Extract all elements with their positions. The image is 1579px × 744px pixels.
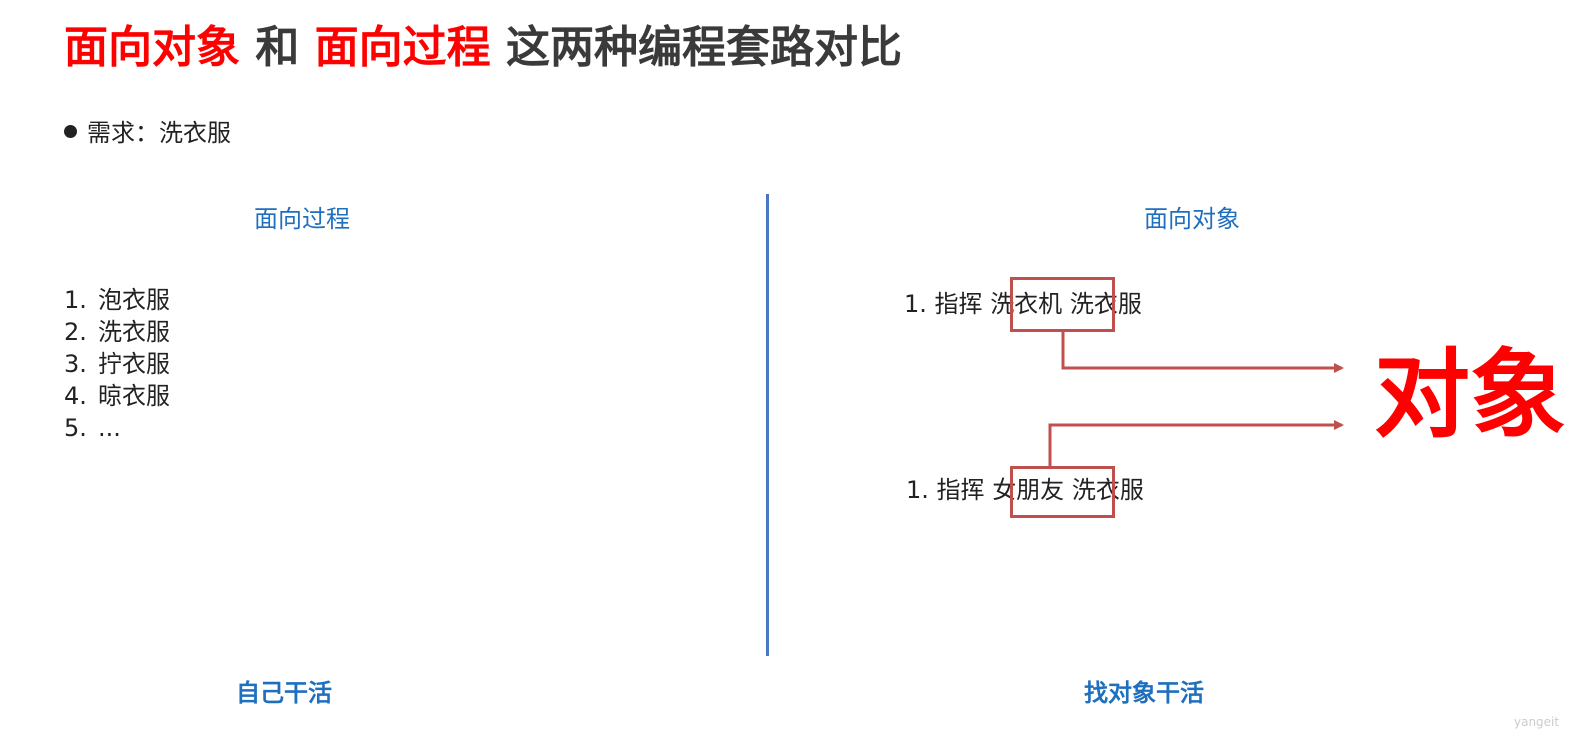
arrow-washer-to-object: [1061, 332, 1344, 373]
title-procedural: 面向过程: [314, 22, 491, 73]
arrow-girlfriend-to-object: [1048, 420, 1344, 466]
list-item: 2.洗衣服: [64, 318, 170, 346]
highlight-box-washer: [1010, 277, 1115, 332]
list-item: 5....: [64, 414, 121, 442]
requirement-text: 需求：洗衣服: [87, 119, 231, 147]
procedural-footer: 自己干活: [236, 679, 332, 707]
section-divider: [766, 194, 769, 656]
highlight-box-girlfriend: [1010, 466, 1115, 518]
requirement-line: 需求：洗衣服: [64, 113, 231, 153]
object-oriented-footer: 找对象干活: [1084, 679, 1204, 707]
page-title: 面向对象 和 面向过程 这两种编程套路对比: [64, 18, 902, 78]
title-object-oriented: 面向对象: [64, 22, 240, 73]
oo-step-washer: 1. 指挥 洗衣机 洗衣服: [904, 290, 1142, 318]
procedural-steps: 1.泡衣服 2.洗衣服 3.拧衣服 4.晾衣服 5....: [64, 284, 170, 444]
object-oriented-heading: 面向对象: [1144, 205, 1240, 233]
list-item: 1.泡衣服: [64, 286, 170, 314]
procedural-heading: 面向过程: [254, 205, 350, 233]
bullet-dot-icon: [64, 125, 77, 138]
highlighted-object-washer: 洗衣机: [990, 290, 1063, 318]
title-rest: 这两种编程套路对比: [490, 22, 902, 73]
watermark: yangeit: [1514, 715, 1560, 729]
highlighted-object-girlfriend: 女朋友: [992, 476, 1065, 504]
oo-step-girlfriend: 1. 指挥 女朋友 洗衣服: [906, 476, 1144, 504]
list-item: 3.拧衣服: [64, 350, 170, 378]
title-and: 和: [240, 22, 315, 73]
object-callout: 对象: [1374, 339, 1566, 451]
list-item: 4.晾衣服: [64, 382, 170, 410]
